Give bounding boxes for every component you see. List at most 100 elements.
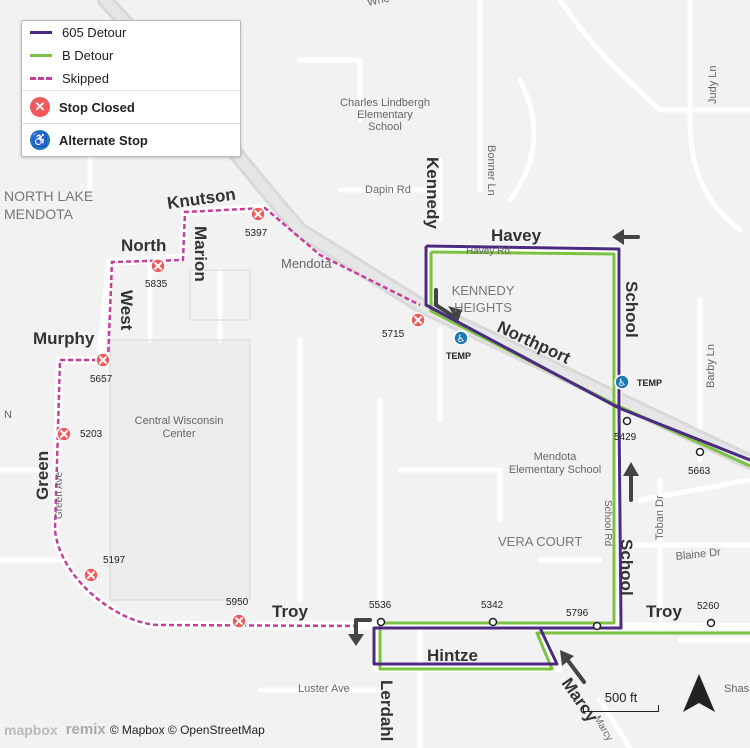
stop-label-5203: 5203 — [80, 429, 103, 440]
remix-logo[interactable]: remix — [65, 721, 106, 738]
label-kennedy-heights-2: HEIGHTS — [454, 300, 512, 315]
alternate-stop-left[interactable] — [453, 330, 469, 346]
label-green: Green — [33, 451, 52, 500]
scale-bar-line — [583, 705, 659, 712]
svg-text:♿: ♿ — [618, 378, 627, 389]
mapbox-logo[interactable]: mapbox — [4, 721, 58, 738]
basemap-labels: Whe Charles Lindbergh Elementary School … — [4, 0, 750, 743]
legend-skipped: Skipped — [22, 67, 240, 90]
legend-605-label: 605 Detour — [62, 25, 127, 40]
label-school-line3: School — [368, 121, 402, 133]
label-bonner: Bonner Ln — [485, 145, 497, 196]
label-troy-west: Troy — [272, 602, 308, 621]
scale-bar: 500 ft — [583, 690, 659, 712]
map-legend: 605 Detour B Detour Skipped ✕ Stop Close… — [21, 20, 241, 157]
label-center-line1: Central Wisconsin — [135, 415, 224, 427]
closed-stop-x-marks — [60, 210, 422, 625]
legend-b-detour: B Detour — [22, 44, 240, 67]
legend-b-label: B Detour — [62, 48, 114, 63]
stop-label-5835: 5835 — [145, 279, 168, 290]
stop-label-5796: 5796 — [566, 608, 589, 619]
label-school-rd: School Rd — [602, 500, 613, 546]
direction-arrows — [354, 235, 640, 684]
label-hintze: Hintze — [427, 646, 478, 665]
stop-label-5657: 5657 — [90, 374, 113, 385]
alternate-stop-right[interactable] — [614, 374, 630, 390]
label-kennedy-heights-1: KENNEDY — [452, 283, 515, 298]
accessible-icons: ♿ ♿ — [457, 334, 627, 389]
north-arrow-icon — [683, 674, 715, 712]
label-dapin: Dapin Rd — [365, 184, 411, 196]
stop-5342[interactable] — [488, 617, 498, 627]
label-luster: Luster Ave — [298, 683, 350, 695]
label-mendota-area: MENDOTA — [4, 206, 74, 222]
stop-label-5663: 5663 — [688, 466, 711, 477]
label-mendota-school-line1: Mendota — [534, 451, 578, 463]
stop-label-5342: 5342 — [481, 600, 504, 611]
label-marion: Marion — [191, 226, 210, 282]
stop-5663[interactable] — [695, 447, 705, 457]
label-toban: Toban Dr — [654, 495, 666, 540]
legend-alternate-label: Alternate Stop — [59, 132, 148, 148]
legend-stop-closed-label: Stop Closed — [59, 99, 135, 115]
svg-text:♿: ♿ — [457, 334, 466, 345]
skipped-route — [53, 206, 421, 628]
label-whe: Whe — [366, 0, 391, 9]
label-school-north: School — [622, 281, 641, 338]
label-troy-east: Troy — [646, 602, 682, 621]
legend-stop-closed: ✕ Stop Closed — [22, 90, 240, 123]
close-x-icon: ✕ — [30, 97, 50, 117]
label-north: North — [121, 236, 166, 255]
label-school-line1: Charles Lindbergh — [340, 97, 430, 109]
temp-label-right: TEMP — [637, 378, 662, 388]
stop-label-5260: 5260 — [697, 601, 720, 612]
stop-label-5197: 5197 — [103, 555, 126, 566]
label-school-south: School — [617, 539, 636, 596]
label-lerdahl: Lerdahl — [377, 680, 396, 741]
stop-5796[interactable] — [592, 621, 602, 631]
wheelchair-icon: ♿ — [30, 130, 50, 150]
legend-605-detour: 605 Detour — [22, 21, 240, 44]
label-judy: Judy Ln — [707, 65, 719, 104]
label-mendota-school-line2: Elementary School — [509, 464, 601, 476]
stop-label-5536: 5536 — [369, 600, 392, 611]
swatch-605 — [30, 31, 52, 34]
alternate-stops[interactable] — [453, 330, 630, 390]
label-havey-rd: Havey Rd — [466, 246, 510, 257]
stop-label-5429: 5429 — [614, 432, 637, 443]
label-murphy: Murphy — [33, 329, 95, 348]
legend-skipped-label: Skipped — [62, 71, 109, 86]
label-havey: Havey — [491, 226, 542, 245]
legend-alternate-stop: ♿ Alternate Stop — [22, 123, 240, 156]
label-kennedy: Kennedy — [423, 157, 442, 229]
stop-5429[interactable] — [622, 416, 632, 426]
arrow-heads — [348, 229, 639, 666]
stop-label-5715: 5715 — [382, 329, 405, 340]
label-school-line2: Elementary — [357, 109, 413, 121]
stop-label-5950: 5950 — [226, 597, 249, 608]
stop-5536[interactable] — [376, 617, 386, 627]
label-barby: Barby Ln — [705, 344, 717, 388]
stop-label-5397: 5397 — [245, 228, 268, 239]
605-detour-route — [372, 244, 750, 666]
label-north-lake: NORTH LAKE — [4, 188, 93, 204]
street-outlines — [109, 269, 251, 601]
campus-area — [110, 340, 250, 600]
open-stops[interactable] — [376, 416, 716, 631]
map-attribution: mapbox remix © Mapbox © OpenStreetMap — [4, 721, 265, 738]
label-center-line2: Center — [162, 428, 195, 440]
stop-labels: 5397 5835 5657 5203 5197 5950 5715 5536 … — [80, 228, 720, 619]
label-shas: Shas — [724, 683, 750, 695]
label-n-edge: N — [4, 409, 12, 421]
scale-label: 500 ft — [604, 690, 638, 705]
stop-5260[interactable] — [706, 618, 716, 628]
attribution-credits[interactable]: © Mapbox © OpenStreetMap — [109, 722, 265, 737]
temp-label-left: TEMP — [446, 351, 471, 361]
swatch-skipped — [30, 77, 52, 80]
swatch-b — [30, 54, 52, 57]
label-green-ave: Green Ave — [54, 471, 65, 519]
label-vera-court: VERA COURT — [498, 534, 582, 549]
label-mendota-road: Mendota — [281, 256, 332, 271]
